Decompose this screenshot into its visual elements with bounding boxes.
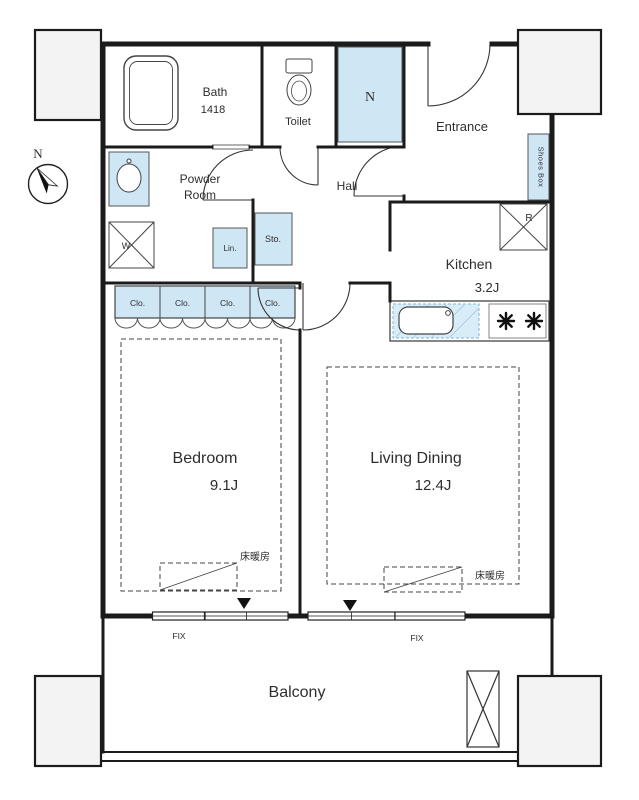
balcony-rail [36, 751, 601, 762]
meter-box [337, 46, 403, 143]
stove-burner-right [524, 311, 544, 331]
living-heating-area [326, 366, 520, 585]
powder-room-label-2: Room [184, 188, 216, 202]
bath-label: Bath [203, 85, 228, 99]
shoes-box-label: Shoes Box [537, 147, 546, 188]
linen-label: Lin. [224, 244, 237, 253]
linen-closet [212, 227, 248, 269]
labels: Bath 1418 Toilet N Entrance Shoes Box Po… [122, 85, 546, 701]
sink [398, 306, 454, 335]
fridge-label: R [525, 213, 532, 224]
doors [202, 43, 491, 331]
outer-walls [100, 41, 555, 619]
bedroom-label: Bedroom [173, 450, 238, 467]
pillar-bottom-left [33, 674, 103, 768]
closet-label-1: Clo. [130, 298, 145, 308]
colored-areas [108, 46, 550, 329]
pillar-top-left [33, 28, 103, 122]
faucet [445, 310, 451, 316]
pillars [33, 28, 603, 768]
door-direction-arrow-bedroom [237, 598, 251, 609]
hall-label: Hall [337, 179, 358, 193]
floor-heating-label-bedroom: 床暖房 [240, 550, 270, 563]
kitchen-counter [389, 300, 550, 342]
stove-burner-left [496, 311, 516, 331]
entrance-label: Entrance [436, 119, 488, 134]
interior-walls [101, 42, 554, 618]
fix-label-left: FIX [172, 631, 186, 641]
floor-heating-areas [120, 338, 520, 593]
compass-needle [36, 167, 59, 194]
compass-north-label: N [33, 146, 43, 161]
living-heater-panel [383, 566, 463, 593]
hall-entrance-door-arc [353, 145, 405, 197]
bath-size-label: 1418 [201, 104, 225, 116]
closet-door-scallops [114, 317, 296, 329]
closet-label-4: Clo. [265, 298, 280, 308]
heater-panel-diagonals [159, 562, 463, 593]
living-dining-size-label: 12.4J [415, 477, 452, 494]
bedroom-size-label: 9.1J [210, 477, 238, 494]
kitchen-size-label: 3.2J [475, 280, 500, 295]
pillar-bottom-right [516, 674, 603, 768]
washbasin [116, 158, 142, 193]
washer-pan [108, 221, 155, 269]
living-dining-label: Living Dining [370, 450, 462, 467]
balcony-label: Balcony [269, 684, 326, 701]
powder-room-label-1: Powder [180, 172, 221, 186]
closet-label-2: Clo. [175, 298, 190, 308]
compass: N [27, 146, 69, 205]
storage-closet [254, 212, 293, 266]
bath-folding-door [212, 144, 250, 150]
fridge-space [499, 203, 548, 251]
living-door-arc [302, 282, 351, 331]
balcony-partition-hatch [466, 670, 500, 748]
closet-label-3: Clo. [220, 298, 235, 308]
meter-box-label: N [365, 90, 375, 105]
shoes-box [527, 133, 550, 201]
toilet-fixture [285, 58, 313, 106]
powder-door-arc [202, 149, 254, 201]
entrance-door-arc [427, 43, 491, 107]
toilet-door-arc [279, 146, 319, 186]
kitchen-label: Kitchen [446, 256, 493, 272]
bedroom-heating-area [120, 338, 282, 592]
floor-heating-label-living: 床暖房 [475, 569, 505, 582]
bedroom-door-arc [257, 287, 301, 331]
bathtub [123, 55, 179, 131]
toilet-label: Toilet [285, 116, 311, 128]
stove [488, 303, 547, 339]
fix-label-right: FIX [410, 633, 424, 643]
door-direction-arrow-living [343, 600, 357, 611]
storage-label: Sto. [265, 234, 281, 244]
pillar-top-right [516, 28, 603, 116]
washer-label: W [122, 241, 131, 251]
windows [151, 611, 466, 621]
bedroom-heater-panel [159, 562, 238, 591]
